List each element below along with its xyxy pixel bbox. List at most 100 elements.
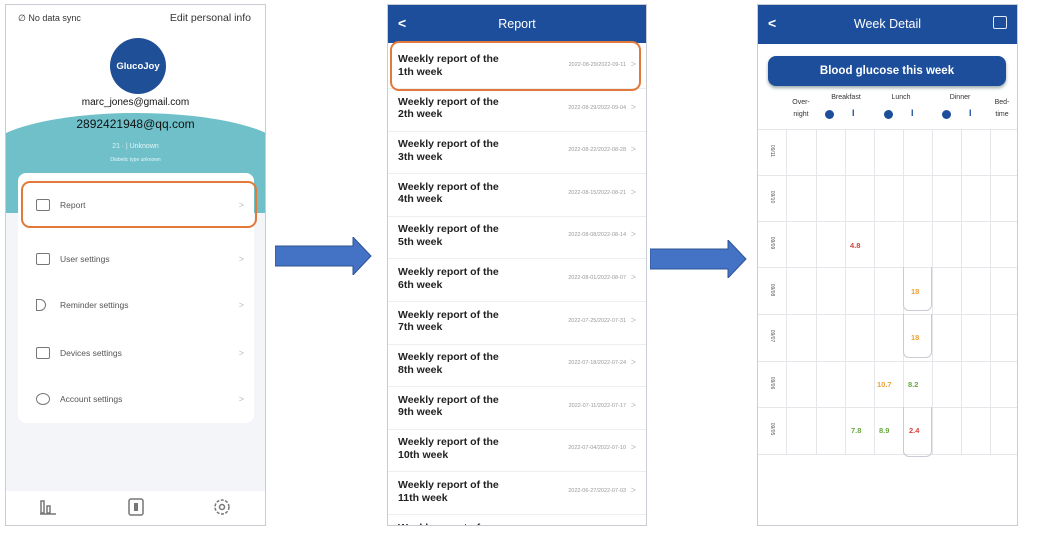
col-lunch: Lunch — [891, 94, 911, 101]
menu-item-label: Reminder settings — [60, 300, 129, 310]
report-row[interactable]: Weekly report of — [388, 515, 646, 525]
speaker-icon — [36, 299, 46, 311]
report-date-range: 2022-08-15/2022-08-21 — [568, 189, 626, 196]
col-dinner: Dinner — [949, 94, 971, 101]
week-detail-header: < Week Detail — [758, 5, 1017, 44]
glucose-value[interactable]: 8.9 — [879, 426, 890, 435]
bottom-nav — [6, 491, 265, 525]
report-title: Weekly report of the 8th week — [398, 351, 499, 376]
settings-icon[interactable] — [212, 497, 232, 517]
edit-personal-info-link[interactable]: Edit personal info — [169, 12, 251, 24]
page-title: Report — [498, 17, 536, 31]
flow-arrow-icon — [275, 237, 372, 275]
after-meal-icon: I — [969, 108, 972, 118]
user-settings-icon — [36, 253, 50, 265]
reading-cell[interactable] — [903, 314, 932, 358]
report-date-range: 2022-08-22/2022-08-28 — [568, 147, 626, 154]
flow-arrow-icon — [650, 240, 747, 278]
after-meal-icon: I — [852, 108, 855, 118]
report-date-range: 2022-07-11/2022-07-17 — [568, 402, 626, 409]
chevron-right-icon: > — [238, 300, 244, 310]
col-overnight: Over-night — [792, 99, 810, 118]
menu-item-account-settings[interactable]: Account settings > — [18, 379, 254, 419]
menu-item-devices-settings[interactable]: Devices settings > — [18, 333, 254, 373]
grid-line — [758, 361, 1017, 362]
settings-menu: Report > User settings > Reminder settin… — [18, 173, 254, 423]
share-icon[interactable] — [993, 16, 1007, 29]
week-detail-screen: < Week Detail Blood glucose this week Ov… — [757, 4, 1018, 526]
no-sync-icon: ∅ — [18, 13, 26, 23]
sync-status: ∅ No data sync — [18, 13, 81, 23]
report-date-range: 2022-08-29/2022-09-11 — [568, 62, 626, 68]
user-meta-secondary: Diabetic type unknown — [110, 157, 161, 163]
glucose-value[interactable]: 10.7 — [877, 380, 892, 389]
grid-line — [758, 267, 1017, 268]
glucose-value[interactable]: 2.4 — [909, 426, 920, 435]
page-title: Week Detail — [853, 17, 922, 31]
report-icon — [36, 199, 50, 211]
glucose-value[interactable]: 8.2 — [908, 380, 919, 389]
report-title: Weekly report of the 2th week — [398, 95, 499, 121]
report-title: Weekly report of the 10th week — [398, 436, 499, 461]
grid-line — [786, 129, 787, 455]
grid-line — [874, 129, 875, 455]
chevron-right-icon: > — [238, 200, 244, 210]
device-icon[interactable] — [126, 497, 146, 517]
logo-text: GlucoJoy — [116, 60, 160, 72]
date-label: 09/10 — [769, 190, 775, 204]
device-icon — [36, 347, 50, 359]
report-title: Weekly report of the 7th week — [398, 308, 499, 334]
date-label: 09/11 — [769, 144, 775, 158]
menu-item-reminder-settings[interactable]: Reminder settings > — [18, 285, 254, 325]
menu-item-user-settings[interactable]: User settings > — [18, 239, 254, 279]
chevron-right-icon: > — [630, 59, 636, 69]
glucose-value[interactable]: 18 — [911, 333, 920, 342]
report-title: Weekly report of the 5th week — [398, 223, 499, 248]
glucose-value[interactable]: 7.8 — [851, 426, 862, 435]
blood-glucose-week-button[interactable]: Blood glucose this week — [768, 56, 1006, 86]
report-title: Weekly report of the 3th week — [398, 138, 499, 163]
report-row[interactable]: Weekly report of the 3th week 2022-08-22/… — [388, 131, 646, 175]
grid-line — [758, 129, 1017, 130]
back-icon[interactable]: < — [768, 15, 777, 31]
glucose-value[interactable]: 4.8 — [850, 241, 861, 250]
user-email: marc_jones@gmail.com — [81, 97, 190, 108]
avatar[interactable]: GlucoJoy — [110, 38, 166, 94]
back-icon[interactable]: < — [398, 15, 407, 31]
date-label: 09/06 — [769, 376, 775, 390]
chevron-right-icon: > — [630, 101, 636, 112]
menu-item-report[interactable]: Report > — [18, 185, 254, 225]
menu-item-label: Account settings — [60, 394, 123, 404]
chevron-right-icon: > — [630, 229, 636, 240]
report-title: Weekly report of — [398, 522, 508, 525]
account-icon — [36, 393, 50, 405]
highlight-week-1 — [390, 41, 641, 91]
date-label: 09/05 — [769, 422, 775, 436]
profile-screen: ∅ No data sync Edit personal info GlucoJ… — [5, 4, 266, 526]
glucose-value[interactable]: 18 — [911, 287, 920, 296]
after-meal-icon: I — [911, 108, 914, 118]
chevron-right-icon: > — [238, 394, 244, 404]
chevron-right-icon: > — [630, 442, 636, 453]
chevron-right-icon: > — [630, 399, 636, 410]
grid-line — [758, 175, 1017, 176]
report-date-range: 2022-08-01/2022-08-07 — [568, 275, 626, 281]
reading-cell[interactable] — [903, 407, 932, 457]
reading-cell[interactable] — [903, 267, 932, 311]
chevron-right-icon: > — [630, 357, 636, 368]
grid-line — [932, 129, 933, 455]
highlight-report — [21, 181, 257, 228]
menu-item-label: User settings — [60, 254, 110, 264]
chart-icon[interactable] — [38, 497, 58, 517]
